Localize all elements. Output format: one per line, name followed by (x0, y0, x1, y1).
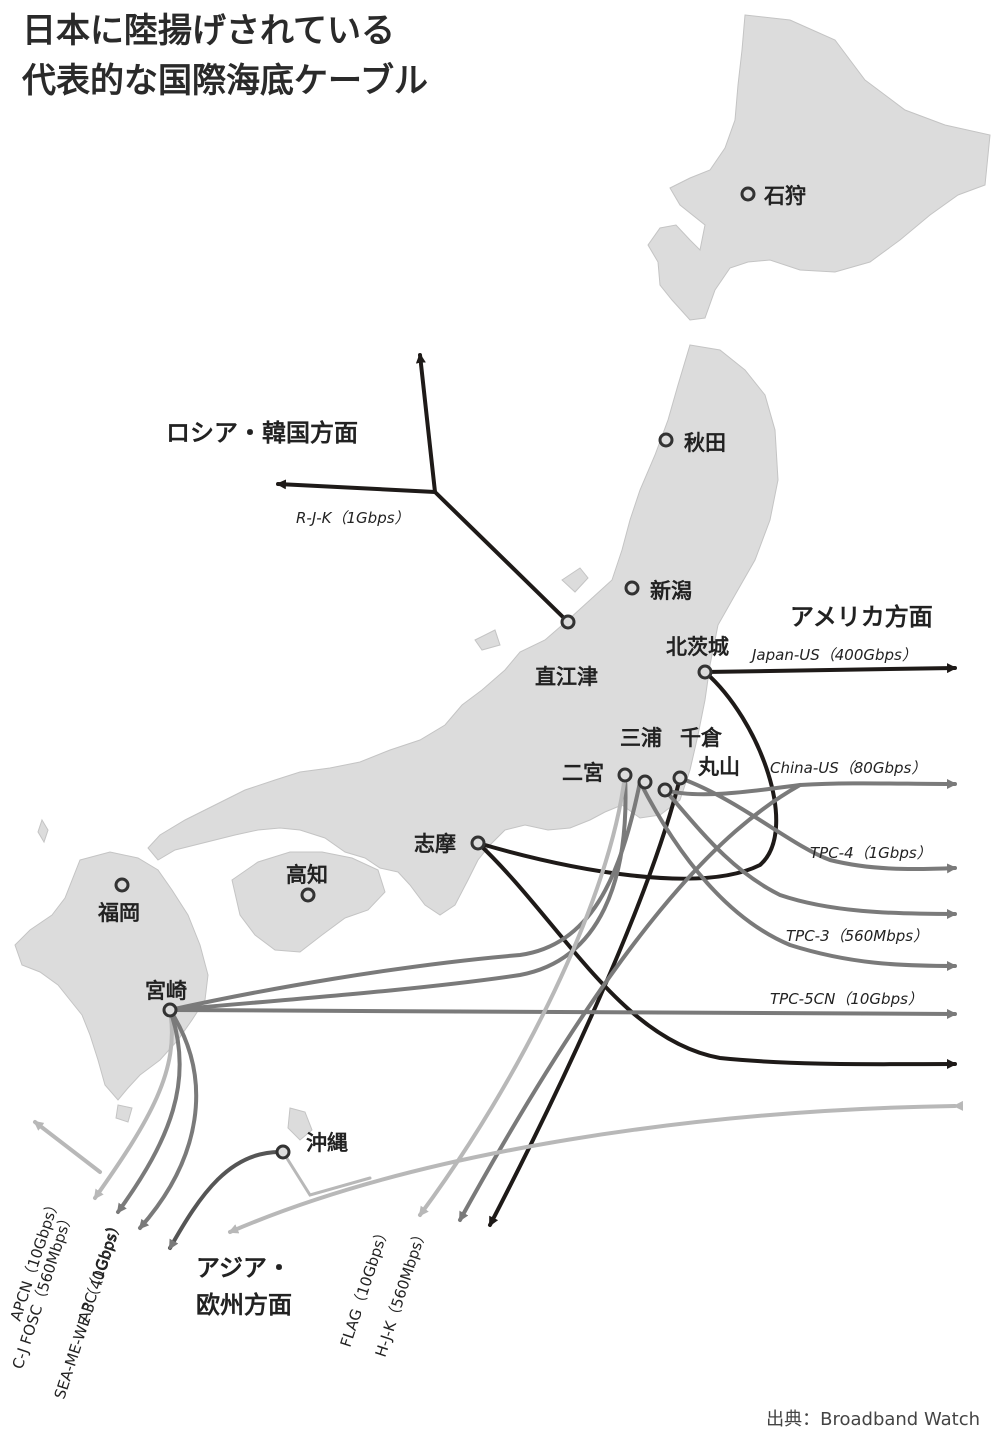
city-marker-naoetsu (560, 614, 576, 630)
city-marker-maruyama (657, 782, 673, 798)
cable-kitaibaraki-loop (476, 670, 779, 881)
city-label-akita: 秋田 (684, 431, 726, 455)
city-marker-miyazaki (162, 1002, 178, 1018)
cable-label-rjk: R-J-K（1Gbps） (296, 509, 410, 527)
cable-tpc5cn (168, 1008, 957, 1019)
region-labels: ロシア・韓国方面 アメリカ方面 アジア・ 欧州方面 (166, 419, 933, 1319)
city-labels: 石狩 秋田 新潟 直江津 北茨城 三浦 千倉 丸山 二宮 志摩 高知 福岡 宮崎… (97, 184, 806, 1155)
cable-tpc4 (678, 776, 957, 874)
city-marker-okinawa (275, 1144, 291, 1160)
city-label-niigata: 新潟 (650, 579, 692, 603)
region-label-asia-europe-2: 欧州方面 (196, 1291, 292, 1319)
cable-rjk-north (415, 353, 437, 494)
city-markers (114, 186, 756, 1160)
cable-shima-east (476, 841, 957, 1070)
city-marker-chikura (672, 770, 688, 786)
city-label-ishikari: 石狩 (763, 184, 806, 208)
cable-apc (138, 1008, 199, 1230)
city-label-kitaibaraki: 北茨城 (666, 635, 729, 659)
city-marker-shima (470, 835, 486, 851)
city-marker-miura (637, 774, 653, 790)
cable-cjfosc (116, 1008, 182, 1214)
city-marker-fukuoka (114, 877, 130, 893)
city-marker-kitaibaraki (697, 664, 713, 680)
cable-apcn (93, 1008, 174, 1200)
city-marker-kochi (300, 887, 316, 903)
cable-miyazaki-miura-1 (168, 780, 642, 1012)
kyushu-island (14, 851, 209, 1101)
cable-tpc3 (663, 788, 957, 919)
hokkaido-island (647, 14, 991, 321)
japan-landmass (14, 14, 991, 1141)
region-label-russia-korea: ロシア・韓国方面 (166, 419, 358, 447)
city-label-chikura: 千倉 (680, 726, 723, 750)
city-label-kochi: 高知 (286, 863, 328, 887)
city-label-ninomiya: 二宮 (562, 761, 604, 785)
city-label-fukuoka: 福岡 (97, 901, 140, 925)
region-label-america: アメリカ方面 (790, 603, 933, 631)
cable-label-japan-us: Japan-US（400Gbps） (749, 646, 917, 664)
city-marker-ishikari (740, 186, 756, 202)
cable-label-tpc3: TPC-3（560Mbps） (786, 927, 928, 945)
city-marker-akita (658, 432, 674, 448)
map-title-line2: 代表的な国際海底ケーブル (22, 61, 428, 101)
cable-tpc-mid (638, 780, 957, 971)
tsushima-island (37, 818, 49, 844)
city-label-miyazaki: 宮崎 (145, 979, 187, 1003)
submarine-cables (33, 353, 964, 1250)
city-label-shima: 志摩 (414, 832, 456, 856)
cable-label-tpc5cn: TPC-5CN（10Gbps） (770, 990, 923, 1008)
source-credit: 出典：Broadband Watch (766, 1409, 980, 1430)
cable-label-china-us: China-US（80Gbps） (770, 759, 926, 777)
city-label-naoetsu: 直江津 (535, 665, 598, 689)
cable-rjk-west (276, 479, 437, 494)
cable-hjk (488, 776, 682, 1227)
city-label-okinawa: 沖縄 (306, 1131, 348, 1155)
cable-miyazaki-miura-2 (168, 773, 628, 1012)
cable-asia-east (228, 1100, 964, 1234)
amami-island (115, 1104, 133, 1123)
map-title: 日本に陸揚げされている 代表的な国際海底ケーブル (22, 6, 428, 106)
cable-rjk-trunk (433, 490, 570, 624)
region-label-asia-europe-1: アジア・ (196, 1254, 291, 1282)
cable-apcn-branch (33, 1120, 102, 1174)
city-marker-niigata (624, 580, 640, 596)
cable-japan-us (703, 663, 957, 674)
cable-label-tpc4: TPC-4（1Gbps） (810, 844, 932, 862)
city-label-maruyama: 丸山 (697, 755, 740, 779)
sado-island (561, 567, 589, 593)
map-title-line1: 日本に陸揚げされている (22, 11, 395, 51)
city-label-miura: 三浦 (620, 726, 662, 750)
oki-island (474, 629, 501, 651)
city-marker-ninomiya (617, 767, 633, 783)
cable-seamewe3 (168, 1149, 285, 1250)
